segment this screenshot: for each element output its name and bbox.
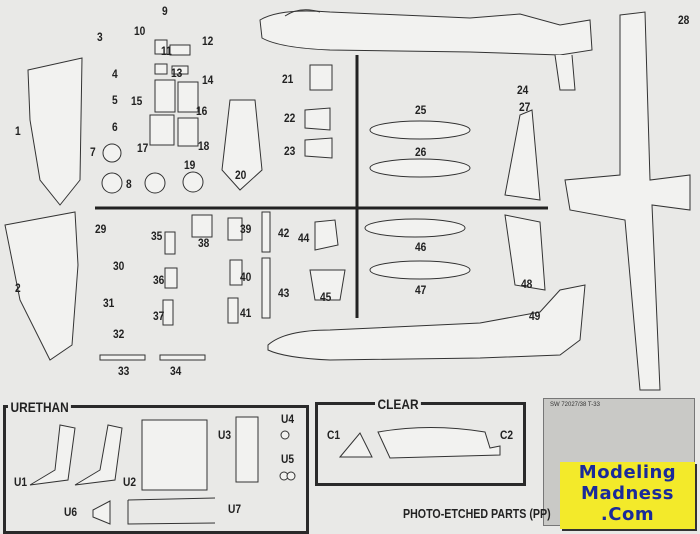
urethan-part-label: U4: [281, 412, 295, 426]
part-label: 41: [240, 306, 252, 320]
part-label: 24: [517, 83, 529, 97]
part-label: 3: [97, 30, 103, 44]
part-label: 12: [202, 34, 214, 48]
part-label: 45: [320, 290, 332, 304]
part-label: 32: [113, 327, 125, 341]
part-label: 10: [134, 24, 146, 38]
part-label: 38: [198, 236, 210, 250]
watermark-line-2: Madness: [581, 483, 674, 504]
part-label: 43: [278, 286, 290, 300]
part-label: 2: [15, 281, 21, 295]
watermark-line-3: .Com: [600, 504, 655, 525]
wing-half-2: [4, 211, 79, 361]
tank-47: [369, 260, 471, 280]
urethan-box: [3, 405, 309, 534]
fret-code: SW 72027/38 T-33: [550, 402, 600, 408]
urethan-part-label: U7: [228, 502, 242, 516]
clear-part-label: C1: [327, 428, 341, 442]
part-39: [227, 217, 243, 241]
watermark-line-1: Modeling: [578, 462, 677, 483]
fin-48: [504, 214, 546, 291]
wing-28: [564, 11, 691, 391]
urethan-part-label: U3: [218, 428, 232, 442]
part-label: 19: [184, 158, 196, 172]
part-label: 27: [519, 100, 531, 114]
part-21: [309, 64, 333, 91]
clear-box: [315, 402, 526, 486]
fuselage-24: [259, 10, 593, 56]
photo-etched-caption: PHOTO-ETCHED PARTS (PP): [403, 506, 551, 521]
part-label: 26: [415, 145, 427, 159]
wheel-7: [102, 143, 122, 163]
watermark-logo: Modeling Madness .Com: [560, 462, 695, 529]
urethan-part-label: U5: [281, 452, 295, 466]
part-label: 22: [284, 111, 296, 125]
part-42: [261, 211, 271, 253]
part-label: 8: [126, 177, 132, 191]
tank-25: [369, 120, 471, 140]
part-45: [309, 269, 346, 301]
part-label: 16: [196, 104, 208, 118]
part-label: 39: [240, 222, 252, 236]
part-label: 49: [529, 309, 541, 323]
part-label: 35: [151, 229, 163, 243]
part-label: 9: [162, 4, 168, 18]
part-44: [314, 219, 339, 251]
part-label: 13: [171, 66, 183, 80]
urethan-part-label: U6: [64, 505, 78, 519]
part-34: [159, 354, 206, 361]
part-label: 37: [153, 309, 165, 323]
clear-title: CLEAR: [375, 396, 422, 412]
tank-46: [364, 218, 466, 238]
part-label: 29: [95, 222, 107, 236]
part-label: 18: [198, 139, 210, 153]
wheel-8a: [101, 172, 123, 194]
wing-half-1: [27, 57, 83, 206]
urethan-part-label: U2: [123, 475, 137, 489]
part-label: 6: [112, 120, 118, 134]
part-label: 42: [278, 226, 290, 240]
part-label: 33: [118, 364, 130, 378]
part-label: 46: [415, 240, 427, 254]
urethan-title: URETHAN: [8, 399, 72, 415]
part-22: [304, 107, 331, 131]
part-label: 4: [112, 67, 118, 81]
part-label: 20: [235, 168, 247, 182]
part-label: 11: [161, 44, 172, 58]
part-38: [191, 214, 213, 238]
part-43: [261, 257, 271, 319]
wheel-19: [182, 171, 204, 193]
part-label: 21: [282, 72, 294, 86]
part-label: 44: [298, 231, 310, 245]
part-label: 1: [15, 124, 21, 138]
part-label: 25: [415, 103, 427, 117]
part-label: 34: [170, 364, 182, 378]
part-label: 14: [202, 73, 214, 87]
part-33: [99, 354, 146, 361]
part-label: 7: [90, 145, 96, 159]
part-label: 5: [112, 93, 118, 107]
part-label: 48: [521, 277, 533, 291]
part-label: 23: [284, 144, 296, 158]
part-label: 47: [415, 283, 427, 297]
part-label: 17: [137, 141, 149, 155]
part-label: 36: [153, 273, 165, 287]
clear-part-label: C2: [500, 428, 514, 442]
part-20: [221, 99, 263, 191]
fuselage-49: [267, 284, 586, 361]
tank-26: [369, 158, 471, 178]
part-label: 30: [113, 259, 125, 273]
urethan-part-label: U1: [14, 475, 28, 489]
wheel-8b: [144, 172, 166, 194]
part-label: 31: [103, 296, 115, 310]
part-label: 15: [131, 94, 143, 108]
part-23: [304, 137, 333, 159]
part-label: 40: [240, 270, 252, 284]
fin-27: [504, 109, 541, 201]
part-label: 28: [678, 13, 690, 27]
